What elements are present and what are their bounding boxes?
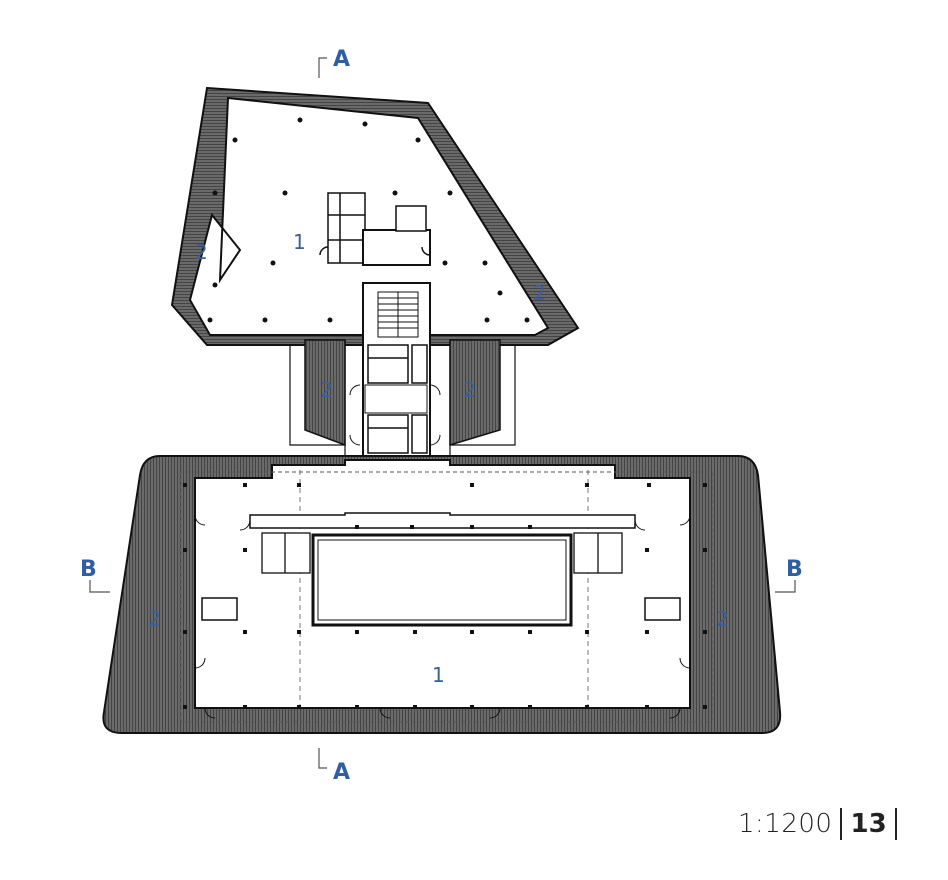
- lower-podium: [102, 455, 782, 734]
- upper-columns: [207, 117, 530, 323]
- upper-stair: [377, 291, 419, 338]
- page-number: 13: [850, 809, 887, 839]
- lifts-lower: [367, 414, 428, 454]
- room-number-lower-right-terrace: 2: [716, 607, 729, 631]
- lower-grid-lines: [299, 470, 589, 708]
- lower-side-boxes: [201, 597, 681, 621]
- divider-bar: [840, 808, 843, 840]
- atrium-void: [311, 533, 573, 627]
- divider-bar: [894, 808, 897, 840]
- lower-columns: [183, 483, 707, 709]
- scale-and-page: 1:1200 13: [738, 806, 905, 842]
- room-number-link-left-terrace: 2: [320, 378, 333, 402]
- section-marker-a-bottom: A: [333, 760, 350, 785]
- core-lobby: [364, 384, 428, 414]
- room-number-upper-right-terrace: 2: [533, 281, 546, 305]
- lower-wc-blocks: [261, 532, 623, 574]
- core-connector: [249, 512, 636, 529]
- upper-wc-block: [319, 192, 431, 266]
- lifts-upper: [367, 344, 428, 384]
- upper-floor-area: [188, 96, 550, 336]
- room-number-upper-left-terrace: 2: [195, 240, 208, 264]
- section-marker-b-left: B: [80, 557, 97, 582]
- section-markers: [89, 57, 796, 769]
- room-number-lower-main: 1: [432, 663, 445, 687]
- core-doors: [349, 384, 441, 446]
- room-number-upper-main: 1: [293, 230, 306, 254]
- scale-label: 1:1200: [738, 809, 833, 839]
- upper-tower: [170, 86, 580, 346]
- section-marker-b-right: B: [786, 557, 803, 582]
- room-number-lower-left-terrace: 2: [148, 607, 161, 631]
- room-number-link-right-terrace: 2: [463, 378, 476, 402]
- link-terraces: [289, 339, 516, 460]
- lower-doors: [194, 514, 691, 719]
- section-marker-a-top: A: [333, 47, 350, 72]
